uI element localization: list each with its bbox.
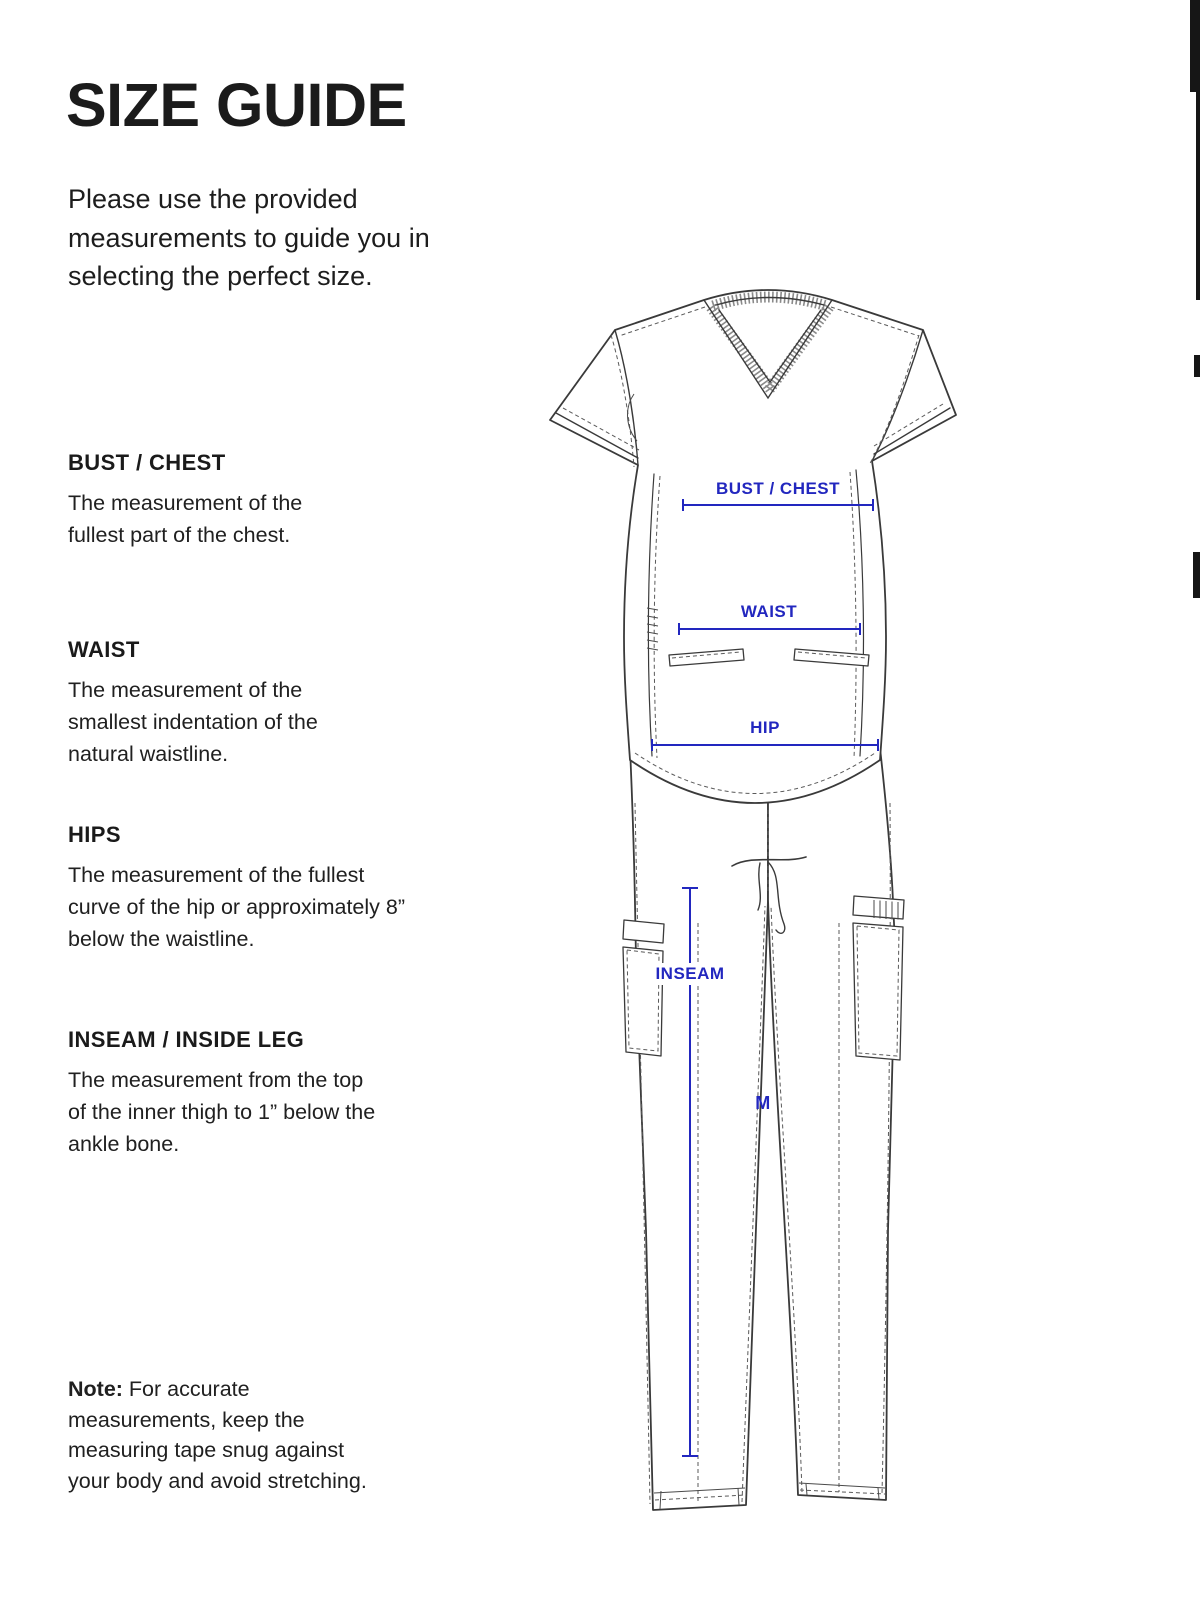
size-guide-diagram: BUST / CHEST WAIST HIP INSEAM M xyxy=(549,289,957,1511)
section-body: The measurement from the top of the inne… xyxy=(68,1068,376,1156)
intro-text: Please use the provided measurements to … xyxy=(68,184,430,292)
scrub-top-drawing xyxy=(549,289,957,804)
v-neck-collar xyxy=(703,291,834,400)
section-body: The measurement of the fullest curve of … xyxy=(68,863,405,951)
waist-label: WAIST xyxy=(741,602,797,621)
welt-pocket-right xyxy=(793,648,870,667)
section-heading: BUST / CHEST xyxy=(68,450,226,475)
section-body: The measurement of the smallest indentat… xyxy=(68,678,318,766)
welt-pocket-left xyxy=(668,648,745,667)
edge-artifact xyxy=(1194,355,1200,377)
note-text: Note: For accurate measurements, keep th… xyxy=(68,1374,380,1496)
section-body: The measurement of the fullest part of t… xyxy=(68,491,303,547)
section-heading: INSEAM / INSIDE LEG xyxy=(68,1027,305,1052)
size-m-label: M xyxy=(755,1093,771,1113)
section-bust-chest: BUST / CHEST The measurement of the full… xyxy=(68,450,340,552)
hip-label: HIP xyxy=(750,718,780,737)
section-waist: WAIST The measurement of the smallest in… xyxy=(68,637,370,770)
pants-left-leg xyxy=(629,747,769,1511)
garment-diagram: BUST / CHEST WAIST HIP INSEAM M xyxy=(538,278,968,1528)
section-inseam: INSEAM / INSIDE LEG The measurement from… xyxy=(68,1027,386,1160)
edge-artifact xyxy=(1190,0,1200,92)
section-heading: HIPS xyxy=(68,822,121,847)
cargo-pocket-right xyxy=(852,895,905,1061)
inseam-label: INSEAM xyxy=(655,964,724,983)
note-label: Note: xyxy=(68,1377,123,1401)
scrub-pants-drawing xyxy=(622,747,905,1511)
note-body: For accurate measurements, keep the meas… xyxy=(68,1377,367,1493)
inseam-label-bg xyxy=(646,963,734,985)
bust-chest-label: BUST / CHEST xyxy=(716,479,840,498)
section-hips: HIPS The measurement of the fullest curv… xyxy=(68,822,416,955)
edge-artifact xyxy=(1196,92,1200,300)
section-heading: WAIST xyxy=(68,637,140,662)
top-silhouette xyxy=(549,289,957,804)
page-title: SIZE GUIDE xyxy=(66,71,407,139)
cargo-pocket-left xyxy=(622,919,665,1057)
edge-artifact xyxy=(1193,552,1200,598)
measurement-annotations: BUST / CHEST WAIST HIP INSEAM M xyxy=(646,479,879,1457)
pants-right-leg xyxy=(767,747,896,1501)
drawstring-detail xyxy=(731,856,807,934)
